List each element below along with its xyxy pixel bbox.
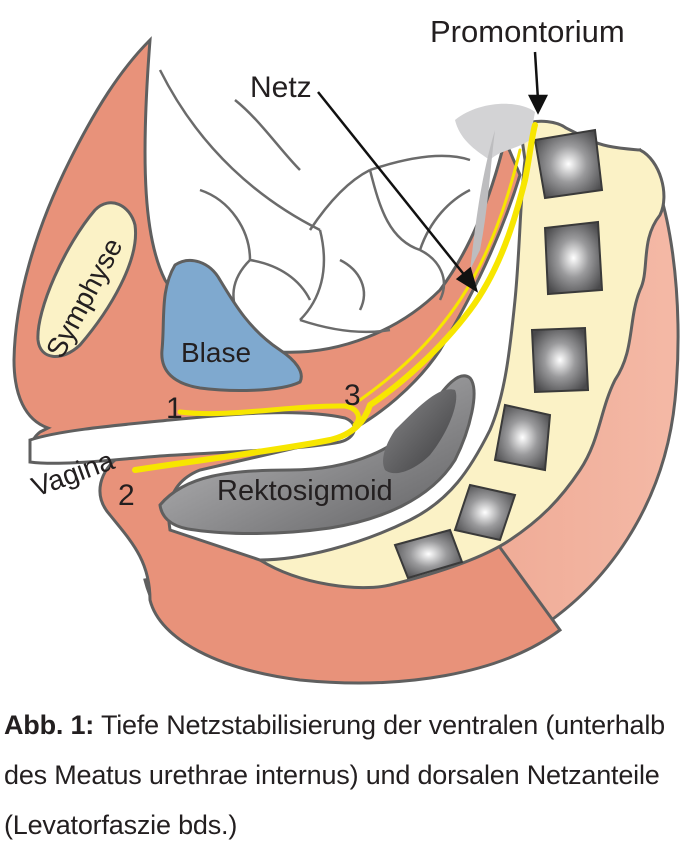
mesh	[132, 122, 538, 473]
figure-caption: Abb. 1: Tiefe Netzstabilisierung der ven…	[4, 700, 680, 850]
promontorium-cap	[455, 103, 535, 160]
caption-text: Tiefe Netzstabilisierung der ventralen (…	[4, 710, 665, 840]
arrows	[317, 51, 549, 293]
rectosigmoid	[158, 374, 476, 536]
label-1: 1	[166, 392, 183, 425]
label-promontorium: Promontorium	[430, 14, 625, 49]
label-2: 2	[118, 479, 135, 512]
pelvic-diagram: Promontorium Netz Symphyse Blase Vagina …	[12, 14, 680, 685]
vertebrae	[393, 128, 604, 580]
label-3: 3	[344, 379, 361, 412]
bladder	[160, 259, 303, 392]
label-blase: Blase	[181, 337, 251, 368]
bowel-loops	[158, 69, 471, 334]
label-netz: Netz	[250, 71, 312, 104]
symphyse-bone	[36, 201, 138, 358]
caption-label: Abb. 1:	[4, 710, 95, 740]
label-rektosigmoid: Rektosigmoid	[217, 475, 393, 507]
